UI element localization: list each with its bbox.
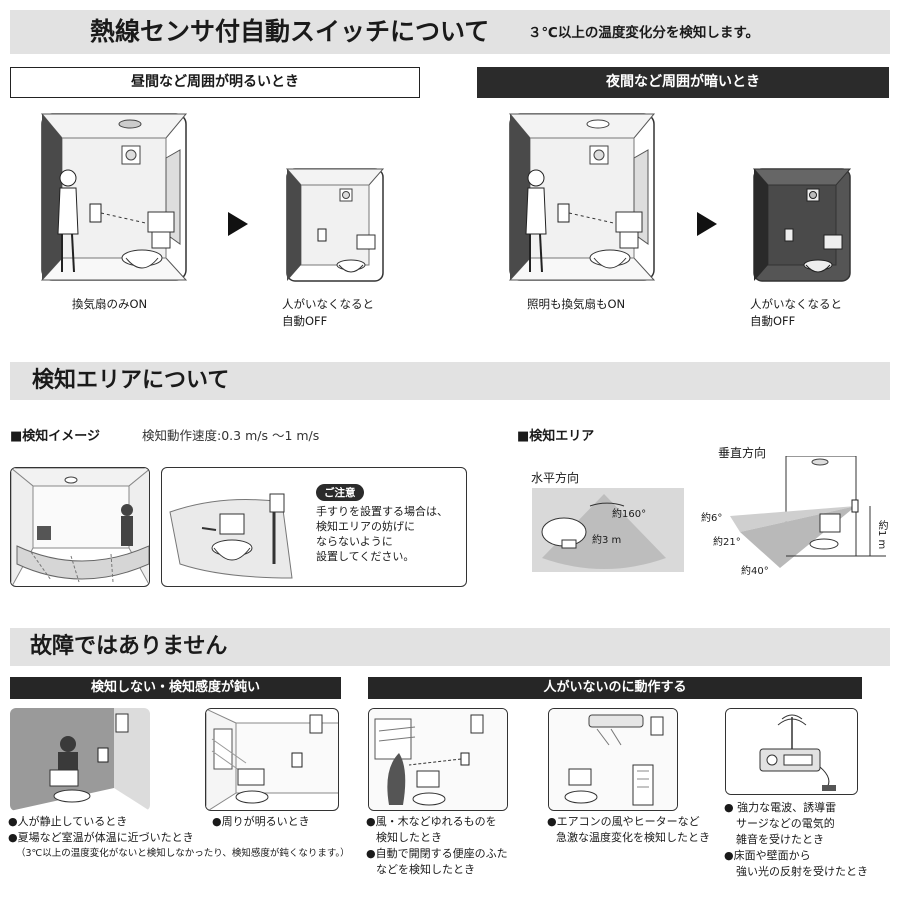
caution-line-4: 設置してください。 bbox=[316, 550, 415, 563]
caution-line-2: 検知エリアの妨げに bbox=[316, 520, 415, 533]
detection-image-label: ■検知イメージ bbox=[10, 429, 101, 444]
swaying-objects-illustration bbox=[368, 708, 508, 811]
top-banner bbox=[10, 10, 890, 54]
horizontal-area-diagram bbox=[532, 488, 684, 572]
vertical-angle-40: 約40° bbox=[741, 566, 769, 577]
day-off-caption-line2: 自動OFF bbox=[282, 314, 328, 328]
day-mode-label: 昼間など周囲が明るいとき bbox=[10, 67, 420, 98]
c3-line4: などを検知したとき bbox=[376, 863, 475, 876]
night-room-off-illustration bbox=[752, 168, 852, 282]
c3-line1: ●風・木などゆれるものを bbox=[366, 815, 497, 828]
vertical-area-diagram bbox=[730, 456, 886, 568]
night-room-on-illustration bbox=[508, 113, 656, 281]
day-room-off-illustration bbox=[285, 168, 385, 282]
detection-room-illustration bbox=[10, 467, 150, 587]
detection-speed: 検知動作速度:0.3 m/s 〜1 m/s bbox=[142, 428, 320, 443]
temperature-note: ３℃以上の温度変化分を検知します。 bbox=[528, 25, 759, 41]
no-detect-bar: 検知しない・検知感度が鈍い bbox=[10, 677, 341, 699]
night-on-caption: 照明も換気扇もON bbox=[527, 297, 626, 311]
day-on-caption: 換気扇のみON bbox=[72, 297, 148, 311]
day-room-on-illustration bbox=[40, 113, 188, 281]
c4-line2: 急激な温度変化を検知したとき bbox=[556, 831, 710, 844]
trouble-title: 故障ではありません bbox=[30, 634, 228, 659]
night-arrow-icon bbox=[697, 212, 717, 236]
false-trigger-bar: 人がいないのに動作する bbox=[368, 677, 862, 699]
radio-noise-illustration bbox=[725, 708, 858, 795]
c5-line4: ●床面や壁面から bbox=[724, 849, 811, 862]
day-arrow-icon bbox=[228, 212, 248, 236]
caution-badge: ご注意 bbox=[316, 484, 364, 501]
night-off-caption-line2: 自動OFF bbox=[750, 314, 796, 328]
c4-line1: ●エアコンの風やヒーターなど bbox=[547, 815, 700, 828]
c3-line2: 検知したとき bbox=[376, 831, 442, 844]
horizontal-angle: 約160° bbox=[612, 509, 647, 520]
c1-line3: （3℃以上の温度変化がないと検知しなかったり、検知感度が鈍くなります。） bbox=[16, 848, 350, 859]
detection-title: 検知エリアについて bbox=[32, 368, 230, 393]
c5-line1: ● 強力な電波、誘導雷 bbox=[724, 801, 837, 814]
c5-line3: 雑音を受けたとき bbox=[736, 833, 824, 846]
c3-line3: ●自動で開閉する便座のふた bbox=[366, 847, 508, 860]
horizontal-distance: 約3 m bbox=[592, 535, 622, 546]
caution-line-1: 手すりを設置する場合は、 bbox=[316, 505, 448, 518]
vertical-height: 約1 m bbox=[876, 520, 887, 550]
detection-caution-illustration bbox=[161, 467, 467, 587]
page-title: 熱線センサ付自動スイッチについて bbox=[90, 17, 490, 46]
night-off-caption-line1: 人がいなくなると bbox=[750, 297, 842, 311]
vertical-label: 垂直方向 bbox=[718, 446, 767, 460]
vertical-angle-21: 約21° bbox=[713, 537, 741, 548]
detection-banner bbox=[10, 362, 890, 400]
still-person-illustration bbox=[10, 708, 150, 811]
c1-line2: ●夏場など室温が体温に近づいたとき bbox=[8, 831, 194, 844]
c1-line1: ●人が静止しているとき bbox=[8, 815, 128, 828]
horizontal-label: 水平方向 bbox=[531, 471, 580, 485]
c2-line1: ●周りが明るいとき bbox=[212, 815, 310, 828]
caution-line-3: ならないように bbox=[316, 535, 393, 548]
day-off-caption-line1: 人がいなくなると bbox=[282, 297, 374, 311]
night-mode-label: 夜間など周囲が暗いとき bbox=[477, 67, 889, 98]
bright-room-illustration bbox=[205, 708, 339, 811]
aircon-heater-illustration bbox=[548, 708, 678, 811]
detection-area-label: ■検知エリア bbox=[517, 429, 595, 444]
vertical-angle-6: 約6° bbox=[701, 513, 723, 524]
trouble-banner bbox=[10, 628, 890, 666]
c5-line2: サージなどの電気的 bbox=[736, 817, 835, 830]
c5-line5: 強い光の反射を受けたとき bbox=[736, 865, 868, 878]
